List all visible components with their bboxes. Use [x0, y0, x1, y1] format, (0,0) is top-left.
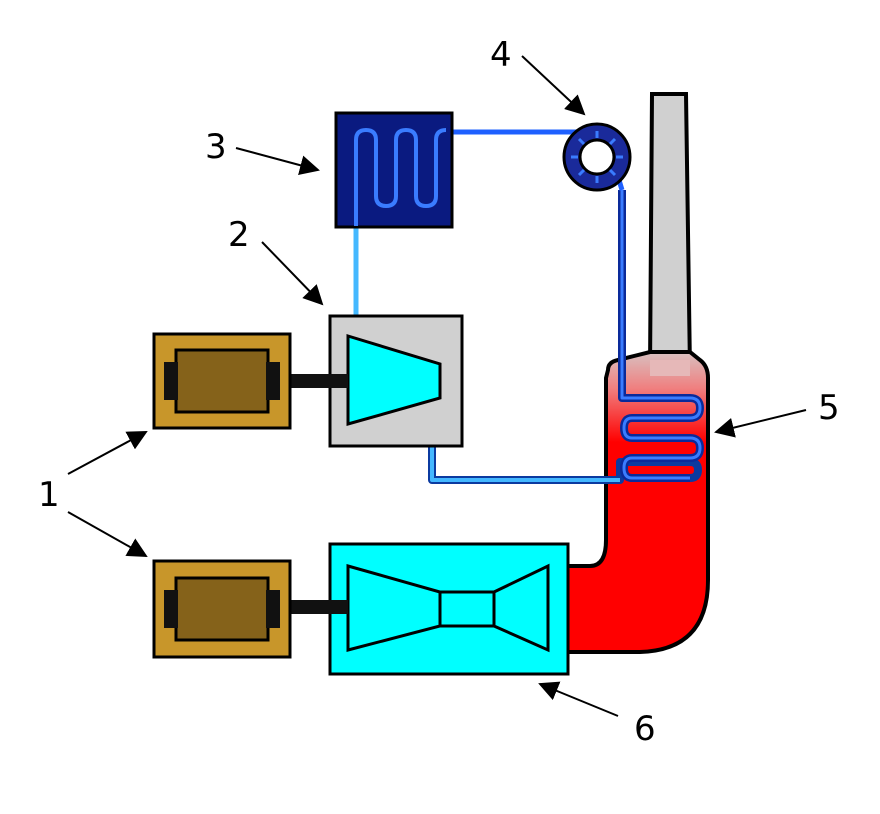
label-pump: 4: [490, 35, 512, 75]
gas-turbine-expander: [492, 563, 550, 653]
pump-vanes: [571, 131, 623, 183]
shaft-upper: [278, 374, 348, 388]
generator-lower: [152, 559, 292, 659]
stack-transition: [650, 360, 690, 376]
pump-inner: [578, 138, 616, 176]
hrsg-body: [546, 350, 710, 654]
feedwater-pipe-outer: [428, 410, 702, 484]
label-generators: 1: [38, 475, 60, 515]
label-condenser: 3: [205, 127, 227, 167]
steam-turbine-rotor: [346, 333, 442, 426]
hrsg-coil: [620, 190, 702, 480]
condenser-coil: [354, 128, 447, 226]
callout-arrows: [67, 55, 807, 717]
exhaust-stack: [647, 92, 693, 372]
label-hrsg: 5: [818, 388, 840, 428]
label-gas-turbine: 6: [634, 709, 656, 749]
shaft-lower: [278, 600, 348, 614]
generator-upper: [152, 332, 292, 430]
gas-turbine-combustor: [438, 590, 496, 628]
label-steam-turbine: 2: [228, 215, 250, 255]
